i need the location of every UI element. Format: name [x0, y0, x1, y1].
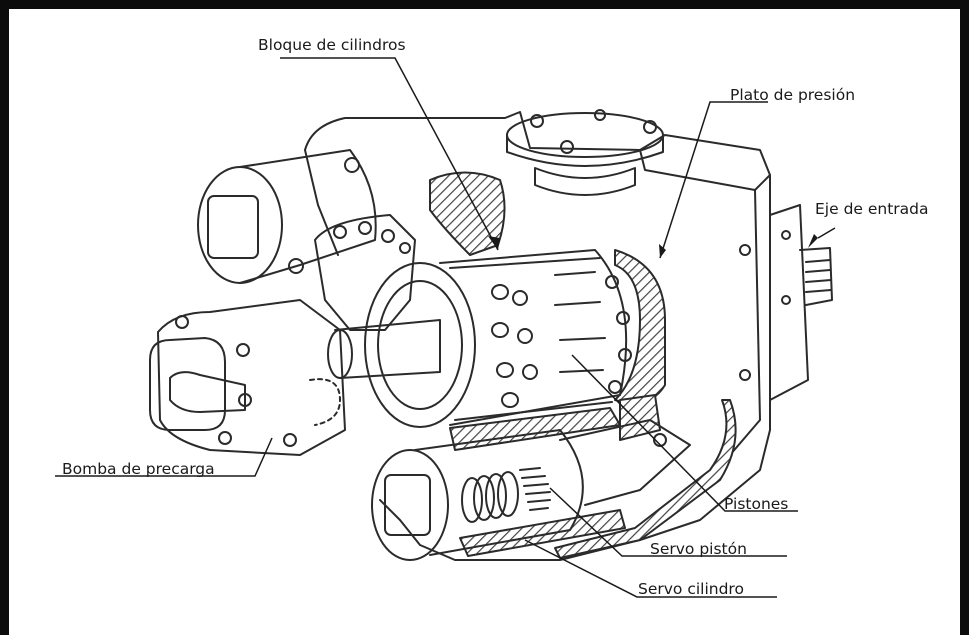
label-servo-piston: Servo pistón — [650, 540, 747, 558]
label-eje-de-entrada: Eje de entrada — [815, 200, 929, 218]
input-shaft — [739, 204, 833, 401]
upper-left-cap — [197, 149, 377, 284]
leader-pistones — [571, 354, 798, 512]
leader-lines — [55, 57, 836, 598]
leader-bomba — [55, 437, 273, 477]
label-pistones: Pistones — [724, 495, 789, 513]
cylinder-block — [364, 249, 632, 428]
top-dome — [506, 109, 664, 196]
leader-servo-cilindro — [524, 539, 777, 598]
leader-servo-piston — [549, 487, 787, 557]
shaft — [327, 319, 441, 379]
label-servo-cilindro: Servo cilindro — [638, 580, 744, 598]
servo-assembly — [371, 419, 691, 561]
label-bloque-de-cilindros: Bloque de cilindros — [258, 36, 406, 54]
leader-plato — [659, 101, 768, 259]
label-bomba-de-precarga: Bomba de precarga — [62, 460, 215, 478]
label-plato-de-presion: Plato de presión — [730, 86, 856, 104]
leader-arrowheads — [488, 234, 818, 258]
leader-eje — [817, 227, 836, 239]
precharge-pump — [149, 299, 346, 456]
leader-bloque — [280, 57, 499, 251]
center-manifold — [314, 214, 416, 331]
